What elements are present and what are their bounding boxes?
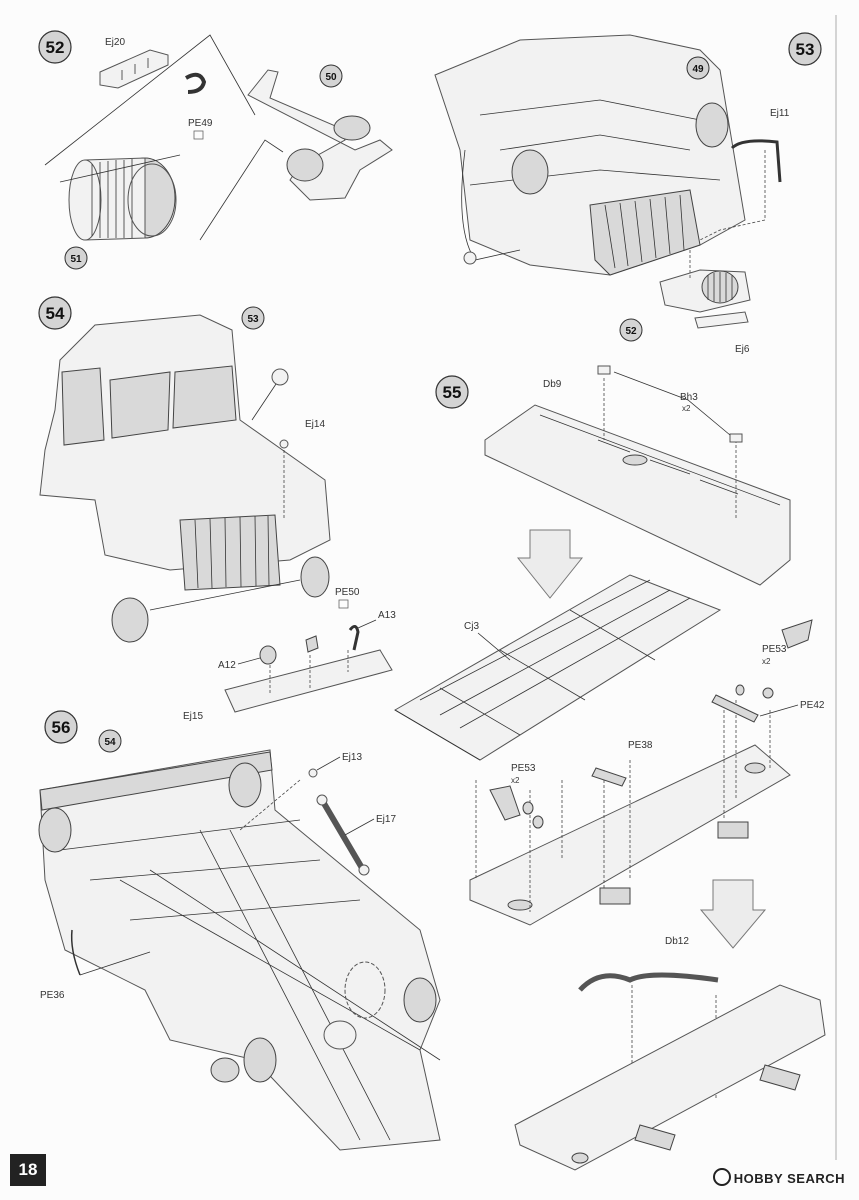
step-53-badge [788, 32, 822, 66]
part-bed-floor [514, 984, 826, 1171]
step-55-badge [435, 375, 469, 409]
svg-text:49: 49 [692, 64, 704, 75]
callout-50 [319, 64, 343, 88]
part-50-winch-frame [247, 69, 393, 201]
label-pe53-right-qty: x2 [762, 657, 771, 666]
label-pe42: PE42 [800, 700, 825, 711]
part-db9 [484, 404, 791, 586]
part-pe53-left [489, 785, 521, 821]
part-a12 [259, 645, 277, 665]
arrow-down [516, 529, 584, 599]
windshield-left [109, 371, 171, 439]
part-53-truck-cab [39, 314, 331, 571]
label-ej13: Ej13 [342, 752, 362, 763]
label-a12: A12 [218, 660, 236, 671]
part-pe53-right [781, 619, 813, 649]
step-56-badge [44, 710, 78, 744]
callout-51 [64, 246, 88, 270]
part-pe38 [591, 767, 627, 787]
callout-49 [686, 56, 710, 80]
step-54-number: 54 [46, 304, 65, 323]
label-pe53-right: PE53 [762, 644, 787, 655]
part-db12 [578, 972, 719, 992]
label-pe36: PE36 [40, 990, 65, 1001]
svg-text:51: 51 [70, 254, 82, 265]
part-ej14 [279, 439, 289, 449]
step-56-number: 56 [52, 718, 71, 737]
part-a13 [348, 625, 360, 651]
part-ej15 [224, 649, 393, 713]
windshield-right [172, 365, 237, 429]
label-ej11: Ej11 [770, 108, 790, 119]
label-bh3: Bh3 [680, 392, 698, 403]
arrow-down-2 [699, 879, 767, 949]
label-pe53-left-qty: x2 [511, 776, 520, 785]
label-pe49: PE49 [188, 118, 213, 129]
page-number: 18 [10, 1154, 46, 1186]
svg-text:54: 54 [104, 737, 116, 748]
part-pe42 [711, 694, 759, 723]
part-ej11 [730, 139, 782, 183]
label-ej15: Ej15 [183, 711, 203, 722]
part-pe50 [305, 635, 319, 653]
side-window [61, 367, 105, 446]
label-a13: A13 [378, 610, 396, 621]
part-pe49 [185, 72, 207, 94]
label-pe50: PE50 [335, 587, 360, 598]
step-54: 54 53 Ej14 PE50 A13 A12 Ej15 [38, 296, 396, 722]
part-cj3 [394, 574, 722, 761]
grille [589, 189, 701, 276]
step-53: 53 49 Ej11 52 Ej6 [434, 32, 822, 355]
label-bh3-qty: x2 [682, 404, 691, 413]
step-52-badge [38, 30, 72, 64]
step-55: 55 Db9 Bh3 x2 Cj3 PE53 x2 PE42 [394, 365, 826, 1171]
label-db12: Db12 [665, 936, 689, 947]
part-ej20 [99, 49, 169, 89]
photo-etch-icon [193, 130, 204, 140]
part-bh3-a [597, 365, 611, 375]
label-ej20: Ej20 [105, 37, 125, 48]
watermark: HOBBY SEARCH [712, 1168, 845, 1186]
step-56: 56 54 Ej13 Ej17 PE36 [38, 710, 441, 1151]
part-pe36 [70, 929, 81, 976]
hobbysearch-logo-icon [712, 1168, 731, 1186]
label-pe53-left: PE53 [511, 763, 536, 774]
part-ej13 [308, 768, 318, 778]
step-52: 52 Ej20 PE49 50 51 [38, 30, 393, 270]
step-53-number: 53 [796, 40, 815, 59]
callout-52 [619, 318, 643, 342]
part-ej6 [694, 311, 749, 329]
step-55-number: 55 [443, 383, 462, 402]
callout-54 [98, 729, 122, 753]
svg-text:50: 50 [325, 72, 337, 83]
label-ej14: Ej14 [305, 419, 325, 430]
label-ej6: Ej6 [735, 344, 750, 355]
part-ej17 [319, 798, 365, 870]
step-54-badge [38, 296, 72, 330]
callout-53 [241, 306, 265, 330]
step-52-number: 52 [46, 38, 65, 57]
label-db9: Db9 [543, 379, 562, 390]
photo-etch-icon [338, 599, 349, 609]
label-ej17: Ej17 [376, 814, 396, 825]
label-pe38: PE38 [628, 740, 653, 751]
svg-text:53: 53 [247, 314, 259, 325]
part-54-chassis-underside [39, 749, 441, 1151]
part-bh3-b [729, 433, 743, 443]
watermark-text: HOBBY SEARCH [733, 1171, 845, 1186]
svg-text:52: 52 [625, 326, 637, 337]
label-cj3: Cj3 [464, 621, 479, 632]
